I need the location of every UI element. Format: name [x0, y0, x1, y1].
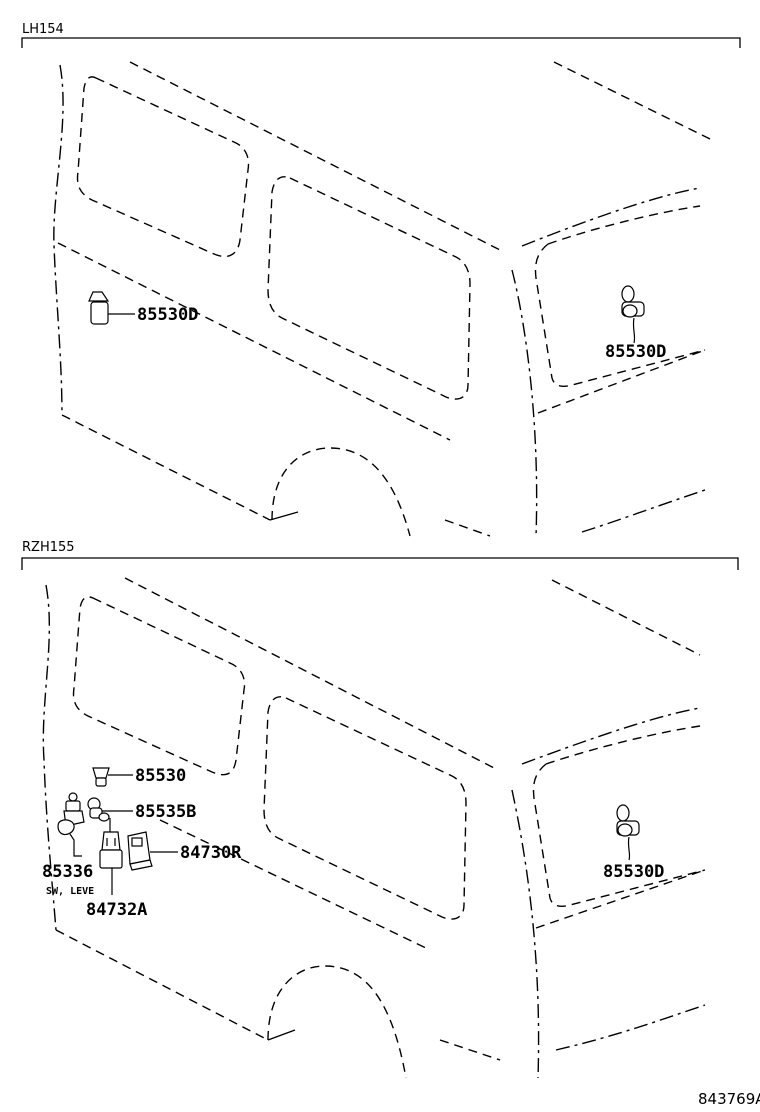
callout-84732a: 84732A	[86, 900, 147, 920]
section-rzh155: RZH155 85530	[21, 540, 739, 1079]
variant-label-lh154: LH154	[22, 22, 64, 37]
van-body-outline-2	[42, 577, 706, 1079]
part-85530-icon	[92, 767, 133, 787]
callout-84730r: 84730R	[180, 843, 242, 863]
van-body-outline	[53, 61, 713, 537]
diagram-code: 843769A	[698, 1090, 760, 1108]
callout-85530d-rear-2: 85530D	[603, 862, 664, 882]
part-84730r-icon	[127, 831, 178, 871]
part-85336-icon	[57, 792, 85, 857]
section-lh154: LH154 85530D	[21, 22, 741, 537]
part-85530d-icon-left	[88, 291, 135, 325]
part-85530d-icon-rear-2	[616, 804, 640, 861]
part-85535b-icon	[87, 797, 133, 822]
section-frame-lh154	[21, 37, 741, 48]
part-85530d-icon-rear	[621, 285, 645, 344]
callout-85336: 85336	[42, 862, 93, 882]
variant-label-rzh155: RZH155	[22, 540, 75, 555]
part-84732a-icon	[99, 818, 123, 895]
sub-label-sw-level: SW, LEVE	[46, 886, 94, 897]
callout-85530: 85530	[135, 766, 186, 786]
callout-85530d-left: 85530D	[137, 305, 198, 325]
callout-85535b: 85535B	[135, 802, 196, 822]
section-frame-rzh155	[21, 557, 739, 570]
callout-85530d-rear: 85530D	[605, 342, 666, 362]
